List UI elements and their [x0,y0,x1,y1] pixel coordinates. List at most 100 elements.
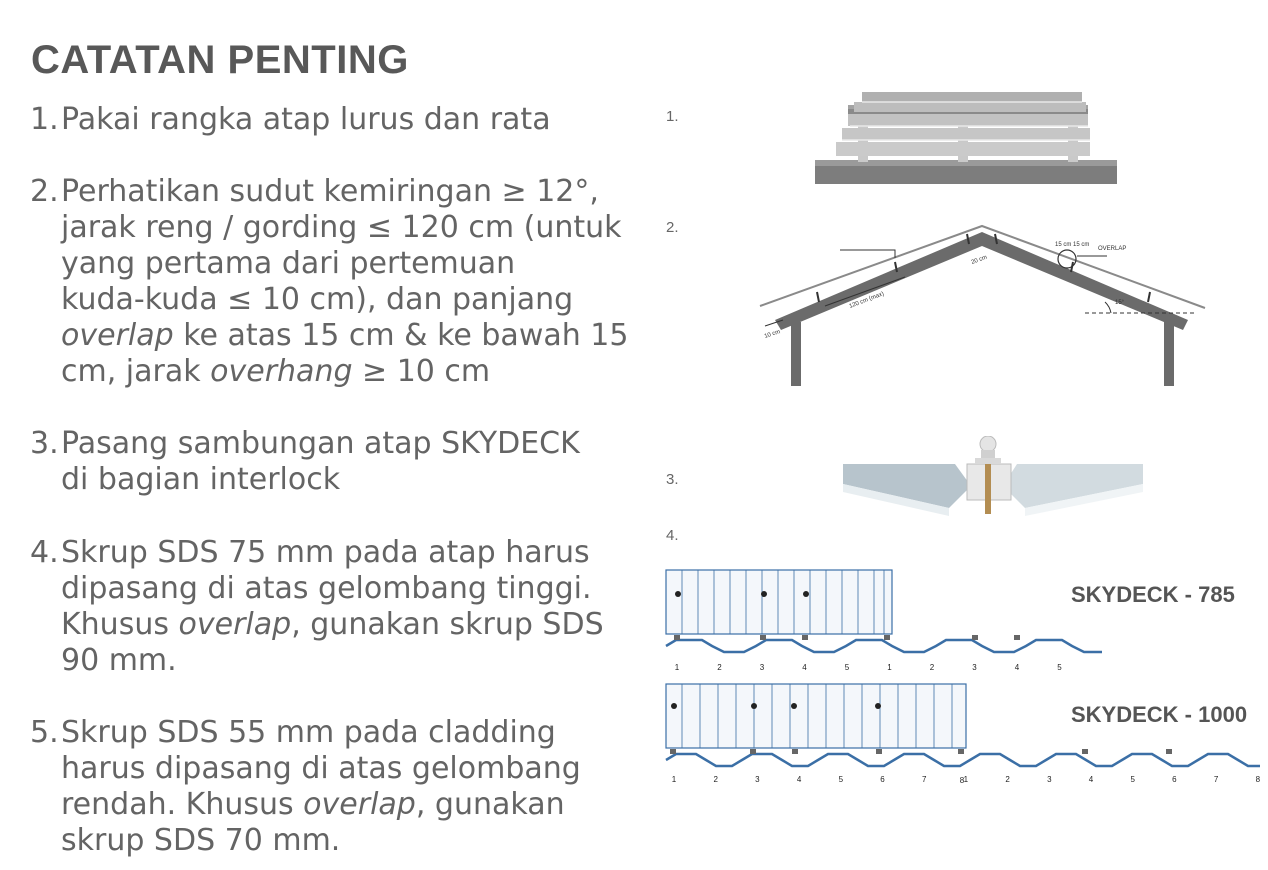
rib-number: 1 [675,663,680,672]
note-segment: , gunakan skrup SDS [291,607,604,642]
note-line: Perhatikan sudut kemiringan ≥ 12°, [61,174,650,210]
note-number: 4. [30,535,59,570]
overhang-text: 10 cm [764,329,781,340]
note-segment: 90 mm. [61,643,177,678]
skydeck-1000-panel [665,683,1260,768]
gable-roof-dimension-diagram: 15 cm 15 cm OVERLAP 20 cm 120 cm (max) 1… [759,224,1206,386]
italic-term: overlap [178,607,292,642]
note-segment: cm, jarak [61,354,211,389]
rib-number: 2 [717,663,722,672]
note-line: 90 mm. [61,643,650,679]
note-segment: jarak reng / gording ≤ 120 cm (untuk [61,210,622,245]
rib-number: 7 [1214,775,1219,784]
italic-term: overhang [210,354,353,389]
italic-term: overlap [61,318,174,353]
interlock-joint-illustration [843,436,1143,516]
note-number: 1. [30,102,59,137]
rib-number: 4 [1015,663,1020,672]
rib-number: 3 [1047,775,1052,784]
note-line: Skrup SDS 55 mm pada cladding [61,715,650,751]
figure-label-1: 1. [666,108,679,125]
rib-number: 2 [1005,775,1010,784]
italic-term: overlap [303,787,416,822]
note-segment: yang pertama dari pertemuan [61,246,516,281]
overlap-marker-number: 8 [960,776,965,785]
rib-number: 8 [1256,775,1261,784]
note-segment: Perhatikan sudut kemiringan ≥ 12°, [61,174,599,209]
rib-number: 2 [930,663,935,672]
rib-number: 7 [922,775,927,784]
rib-number: 4 [1089,775,1094,784]
figure-label-2: 2. [666,219,679,236]
note-number: 3. [30,426,59,461]
rib-number: 1 [964,775,969,784]
rib-number: 5 [839,775,844,784]
note-line: harus dipasang di atas gelombang [61,751,650,787]
note-line: kuda-kuda ≤ 10 cm), dan panjang [61,282,650,318]
overlap-text: OVERLAP [1098,246,1126,252]
note-line: yang pertama dari pertemuan [61,246,650,282]
rib-number: 5 [845,663,850,672]
note-segment: dipasang di atas gelombang tinggi. [61,571,592,606]
note-segment: ≥ 10 cm [352,354,491,389]
note-segment: kuda-kuda ≤ 10 cm), dan panjang [61,282,574,317]
note-segment: Khusus [61,607,179,642]
note-segment: rendah. Khusus [61,787,304,822]
note-line: dipasang di atas gelombang tinggi. [61,571,650,607]
note-segment: Pasang sambungan atap SKYDECK [61,426,580,461]
skydeck-785-panel [665,569,1102,654]
note-text: Perhatikan sudut kemiringan ≥ 12°,jarak … [61,174,650,390]
note-segment: Pakai rangka atap lurus dan rata [61,102,551,137]
note-segment: Skrup SDS 75 mm pada atap harus [61,535,590,570]
note-segment: , gunakan [415,787,565,822]
rib-number: 3 [760,663,765,672]
rib-number: 3 [755,775,760,784]
rib-number: 6 [1172,775,1177,784]
note-line: Pasang sambungan atap SKYDECK [61,426,650,462]
overlap-length-text: 15 cm 15 cm [1055,242,1089,248]
note-segment: Skrup SDS 55 mm pada cladding [61,715,556,750]
skydeck-785-label: SKYDECK - 785 [1071,582,1235,607]
note-segment: ke atas 15 cm & ke bawah 15 [173,318,629,353]
roof-angle-text: 15° [1115,300,1125,306]
note-line: rendah. Khusus overlap, gunakan [61,787,650,823]
rib-number: 4 [802,663,807,672]
rib-number: 3 [972,663,977,672]
note-item-1: 1.Pakai rangka atap lurus dan rata [30,102,650,138]
roof-frame-flat-illustration [815,92,1117,184]
rib-number: 4 [797,775,802,784]
note-line: overlap ke atas 15 cm & ke bawah 15 [61,318,650,354]
note-line: skrup SDS 70 mm. [61,823,650,859]
rib-number: 5 [1130,775,1135,784]
note-line: Khusus overlap, gunakan skrup SDS [61,607,650,643]
page-title: CATATAN PENTING [31,38,409,82]
ridge-distance-text: 20 cm [971,255,988,266]
note-segment: skrup SDS 70 mm. [61,823,341,858]
skydeck-1000-label: SKYDECK - 1000 [1071,702,1248,727]
rib-number: 1 [672,775,677,784]
note-segment: di bagian interlock [61,462,341,497]
rib-number: 2 [713,775,718,784]
rib-number: 5 [1057,663,1062,672]
note-line: cm, jarak overhang ≥ 10 cm [61,354,650,390]
note-line: di bagian interlock [61,462,650,498]
note-text: Pakai rangka atap lurus dan rata [61,102,650,138]
skydeck-panel-profiles: 1 2 3 4 5 1 2 3 4 5 1 2 3 4 5 6 7 1 2 3 4 5 6 7 8 8 [665,569,1261,785]
skydeck-785-numbers: 1 2 3 4 5 1 2 3 4 5 [675,663,1063,672]
note-segment: harus dipasang di atas gelombang [61,751,581,786]
rib-number: 1 [887,663,892,672]
note-number: 5. [30,715,59,750]
note-line: jarak reng / gording ≤ 120 cm (untuk [61,210,650,246]
rib-number: 6 [880,775,885,784]
note-number: 2. [30,174,59,209]
figure-label-4: 4. [666,527,679,544]
note-item-2: 2.Perhatikan sudut kemiringan ≥ 12°,jara… [30,174,650,390]
note-line: Skrup SDS 75 mm pada atap harus [61,535,650,571]
figure-label-3: 3. [666,471,679,488]
skydeck-1000-numbers: 1 2 3 4 5 6 7 1 2 3 4 5 6 7 8 [672,775,1261,784]
